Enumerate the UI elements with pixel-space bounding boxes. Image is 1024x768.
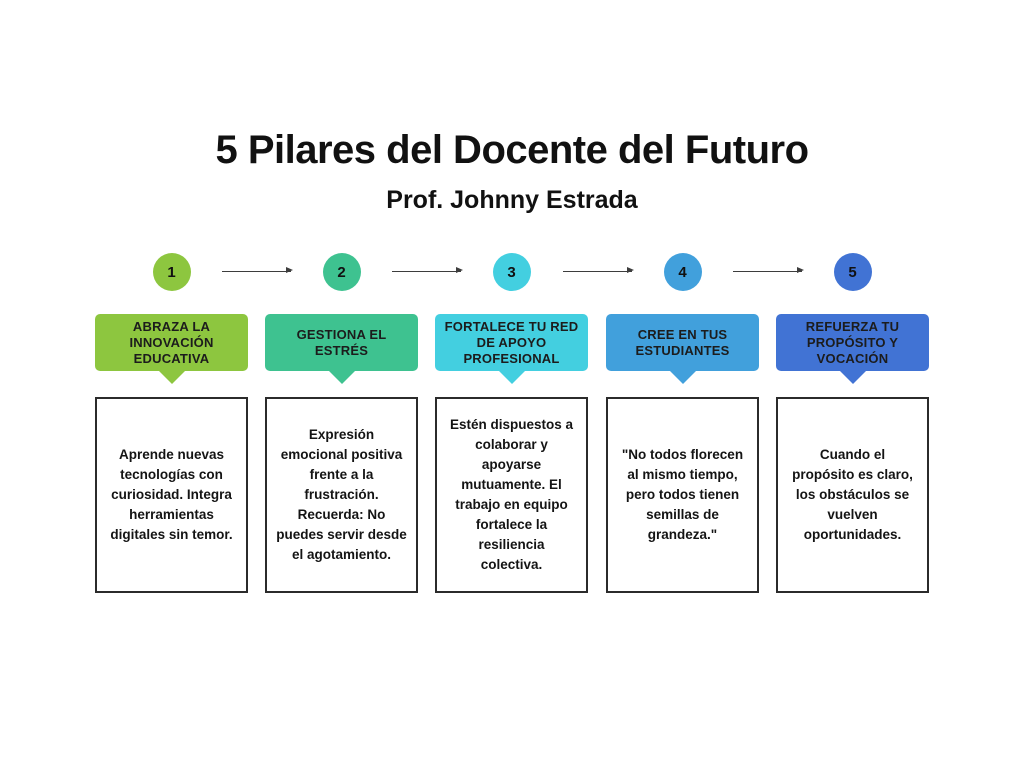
- pillar-column-1: 1 ABRAZA LA INNOVACIÓN EDUCATIVA Aprende…: [95, 253, 248, 593]
- pillar-card-1: Aprende nuevas tecnologías con curiosida…: [95, 397, 248, 593]
- bubble-pointer-icon: [497, 370, 526, 384]
- pillar-header-1: ABRAZA LA INNOVACIÓN EDUCATIVA: [95, 314, 248, 384]
- step-number: 2: [337, 263, 346, 281]
- pillar-card-3: Estén dispuestos a colaborar y apoyarse …: [435, 397, 588, 593]
- pillar-heading: ABRAZA LA INNOVACIÓN EDUCATIVA: [129, 318, 214, 366]
- pillar-heading: CREE EN TUS ESTUDIANTES: [635, 326, 730, 358]
- step-number: 4: [678, 263, 687, 281]
- pillar-body: Estén dispuestos a colaborar y apoyarse …: [449, 417, 574, 572]
- step-number: 5: [848, 263, 857, 281]
- pillar-heading: REFUERZA TU PROPÓSITO Y VOCACIÓN: [805, 318, 900, 366]
- step-circle-5: 5: [833, 253, 872, 291]
- pillar-header-5: REFUERZA TU PROPÓSITO Y VOCACIÓN: [776, 314, 929, 384]
- pillar-column-2: 2 GESTIONA EL ESTRÉS Expresión emocional…: [265, 253, 418, 593]
- page-title: 5 Pilares del Docente del Futuro: [215, 128, 809, 172]
- step-circle-4: 4: [663, 253, 702, 291]
- pillar-column-5: 5 REFUERZA TU PROPÓSITO Y VOCACIÓN Cuand…: [776, 253, 929, 593]
- pillar-card-2: Expresión emocional positiva frente a la…: [265, 397, 418, 593]
- pillar-body: "No todos florecen al mismo tiempo, pero…: [621, 447, 744, 542]
- flow-arrow-icon: [733, 267, 804, 274]
- step-number: 1: [167, 263, 176, 281]
- step-number: 3: [507, 263, 516, 281]
- step-circle-2: 2: [322, 253, 361, 291]
- pillar-body: Expresión emocional positiva frente a la…: [276, 427, 407, 562]
- bubble-pointer-icon: [668, 370, 697, 384]
- pillar-header-2: GESTIONA EL ESTRÉS: [265, 314, 418, 384]
- pillar-column-4: 4 CREE EN TUS ESTUDIANTES "No todos flor…: [606, 253, 759, 593]
- flow-arrow-icon: [563, 267, 634, 274]
- bubble-pointer-icon: [157, 370, 186, 384]
- pillar-card-4: "No todos florecen al mismo tiempo, pero…: [606, 397, 759, 593]
- pillar-body: Cuando el propósito es claro, los obstác…: [792, 447, 913, 542]
- step-circle-3: 3: [492, 253, 531, 291]
- pillar-heading: FORTALECE TU RED DE APOYO PROFESIONAL: [444, 318, 579, 366]
- flow-arrow-icon: [222, 267, 293, 274]
- pillar-column-3: 3 FORTALECE TU RED DE APOYO PROFESIONAL …: [435, 253, 588, 593]
- step-circle-1: 1: [152, 253, 191, 291]
- pillar-header-4: CREE EN TUS ESTUDIANTES: [606, 314, 759, 384]
- pillar-heading: GESTIONA EL ESTRÉS: [296, 326, 387, 358]
- pillar-body: Aprende nuevas tecnologías con curiosida…: [110, 447, 233, 542]
- bubble-pointer-icon: [327, 370, 356, 384]
- flow-arrow-icon: [392, 267, 463, 274]
- bubble-pointer-icon: [838, 370, 867, 384]
- page-subtitle: Prof. Johnny Estrada: [386, 186, 638, 214]
- pillar-header-3: FORTALECE TU RED DE APOYO PROFESIONAL: [435, 314, 588, 384]
- pillar-card-5: Cuando el propósito es claro, los obstác…: [776, 397, 929, 593]
